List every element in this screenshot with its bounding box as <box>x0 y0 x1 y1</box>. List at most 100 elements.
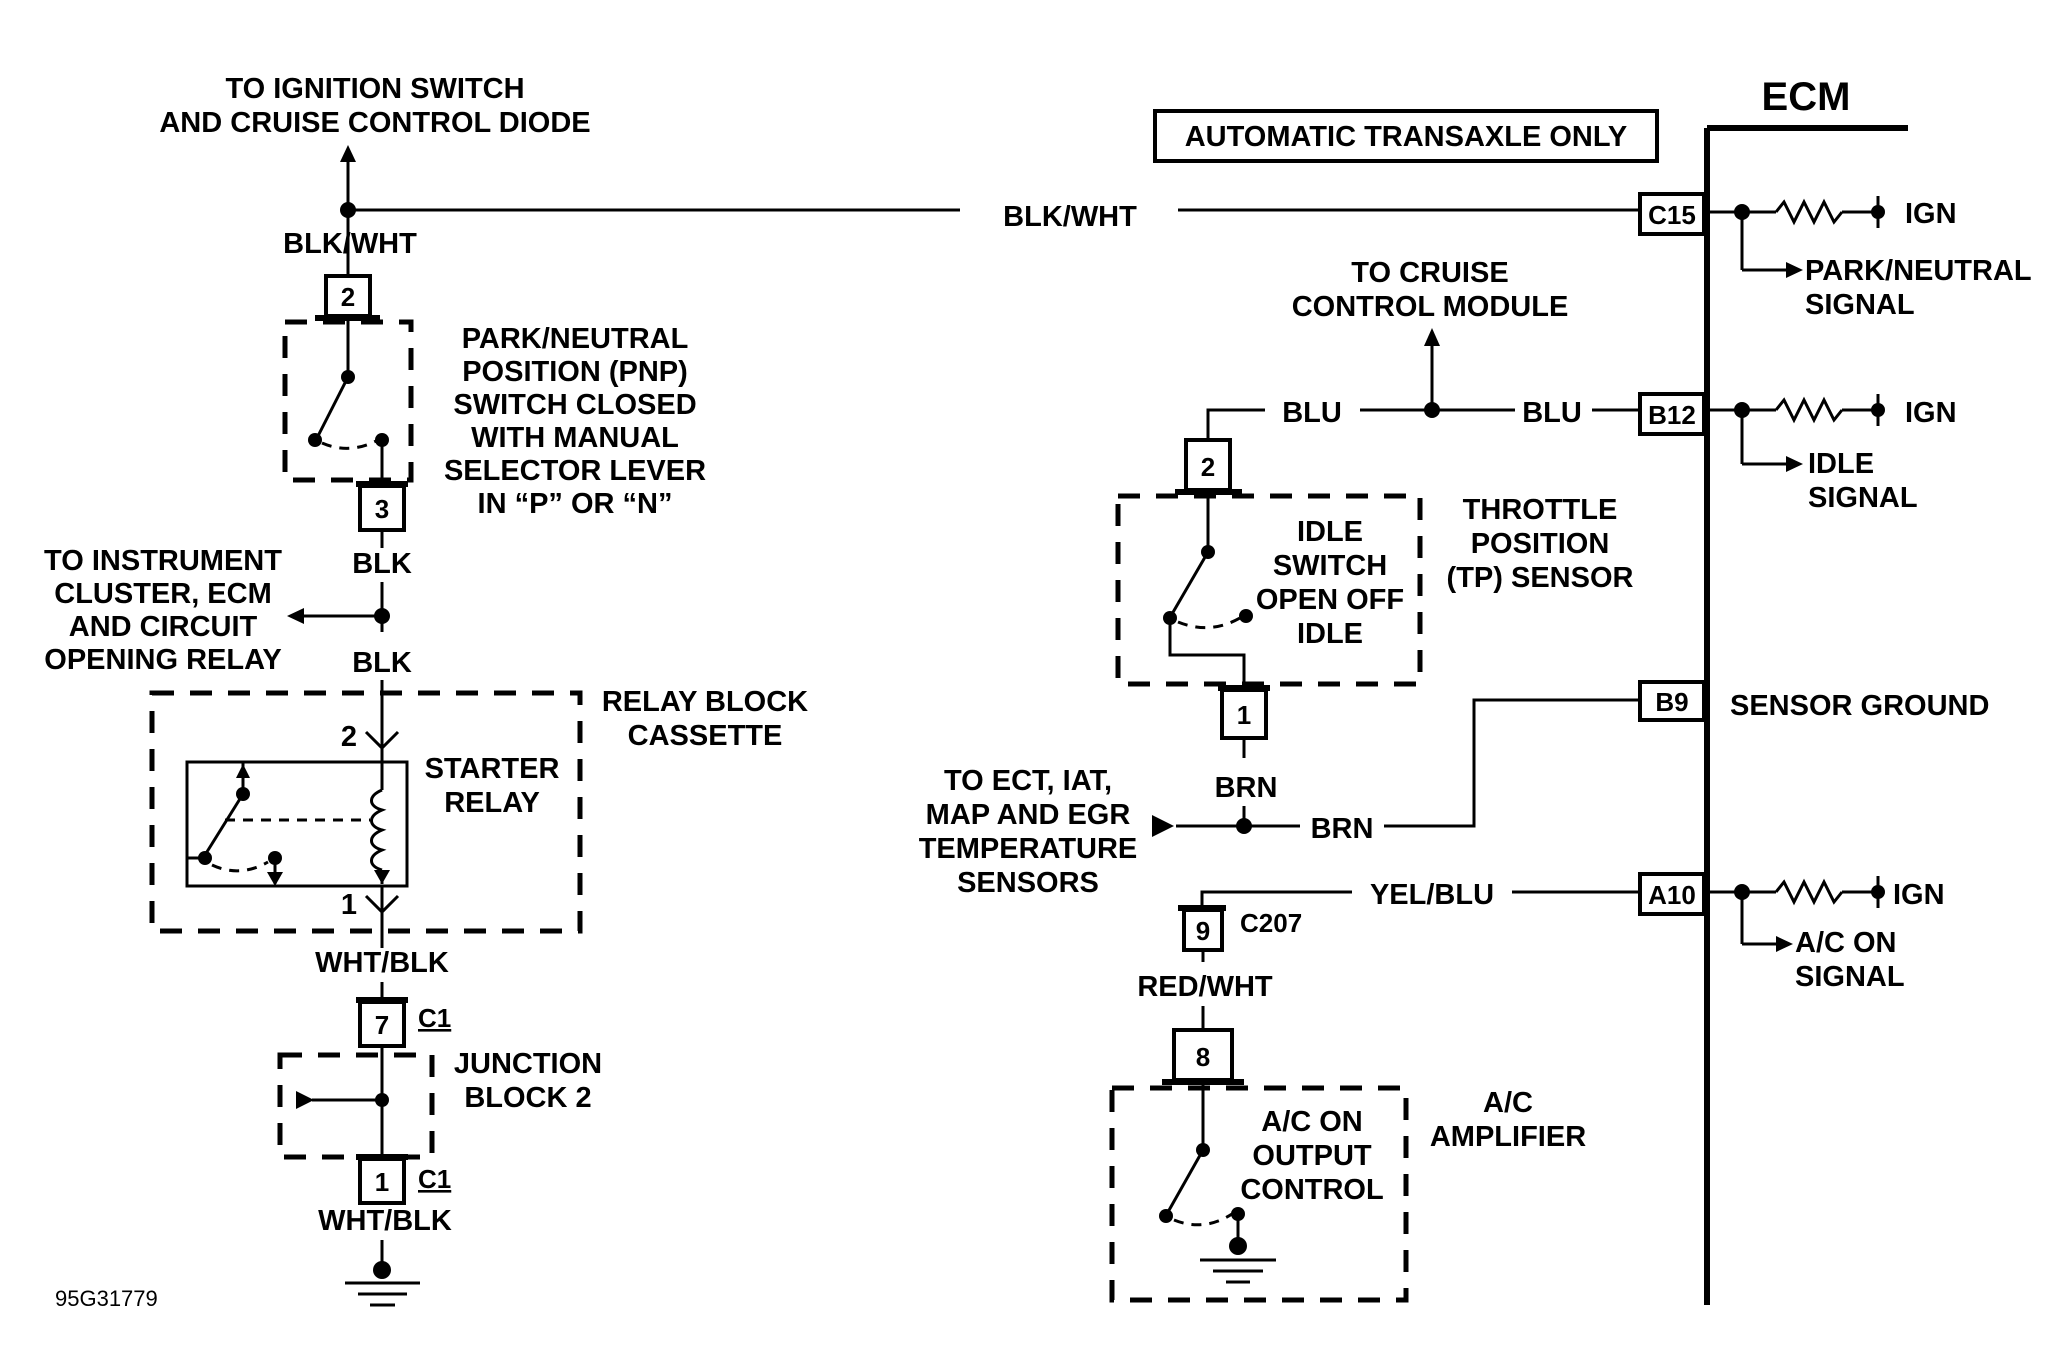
ect-description: TO ECT, IAT, MAP AND EGR TEMPERATURE SEN… <box>919 765 1138 899</box>
instrument-line-3: AND CIRCUIT <box>69 611 258 643</box>
pnp-line-3: SWITCH CLOSED <box>453 389 696 421</box>
relay-pin-1: 1 <box>341 889 357 921</box>
cruise-line2: CONTROL MODULE <box>1292 291 1569 323</box>
ac-contact-left <box>1159 1209 1173 1223</box>
idle-switch-description: IDLE SWITCH OPEN OFF IDLE <box>1256 516 1404 650</box>
pnp-switch-link <box>321 438 379 450</box>
wire-label-blk-1: BLK <box>352 548 412 580</box>
idle-switch-wire-bottom <box>1168 618 1246 688</box>
ac-amp-line2: AMPLIFIER <box>1430 1121 1586 1153</box>
wire-label-wht-blk-1: WHT/BLK <box>315 947 449 979</box>
relay-block-line1: RELAY BLOCK <box>602 686 808 718</box>
a10-internal <box>1707 876 1885 952</box>
idle-switch-link <box>1177 616 1241 630</box>
ac-amplifier-box <box>1109 1085 1409 1303</box>
c207-label: C207 <box>1240 908 1302 938</box>
relay-pin-2: 2 <box>341 721 357 753</box>
pnp-description: PARK/NEUTRAL POSITION (PNP) SWITCH CLOSE… <box>444 323 706 520</box>
wire-label-brn-1: BRN <box>1215 772 1278 804</box>
pnp-contact-left <box>308 433 322 447</box>
idle-switch-line-1: IDLE <box>1297 516 1363 548</box>
to-ignition-line1: TO IGNITION SWITCH <box>225 73 524 105</box>
idle-contact-right <box>1239 609 1253 623</box>
jb-conn-top: C1 <box>418 1003 451 1033</box>
ign-2: IGN <box>1905 397 1957 429</box>
wire-label-brn-2: BRN <box>1311 813 1374 845</box>
ac-output-line-1: A/C ON <box>1261 1106 1363 1138</box>
ecm-pin-a10: A10 <box>1638 872 1706 916</box>
automatic-only-box <box>1153 109 1659 163</box>
ac-signal-line2: SIGNAL <box>1795 961 1905 993</box>
wire-label-wht-blk-2: WHT/BLK <box>318 1205 452 1237</box>
ac-output-line-3: CONTROL <box>1240 1174 1383 1206</box>
ecm-pin-c15: C15 <box>1638 192 1706 236</box>
pin-b9-label: B9 <box>1655 687 1688 717</box>
wire-label-yel-blu: YEL/BLU <box>1370 879 1494 911</box>
ac-signal-line1: A/C ON <box>1795 927 1897 959</box>
c207-pin-9: 9 <box>1178 905 1226 952</box>
jb-pin-1: 1 <box>356 1154 408 1205</box>
ground-symbol-left <box>345 1281 420 1307</box>
ac-output-description: A/C ON OUTPUT CONTROL <box>1240 1106 1383 1206</box>
jb-branch-arrow <box>296 1091 314 1109</box>
relay-arrow-down <box>267 872 283 886</box>
tp-line-2: POSITION <box>1471 528 1610 560</box>
relay-coil-arrow <box>374 870 390 884</box>
pin-a10-label: A10 <box>1648 880 1696 910</box>
pnp-switch-box <box>282 319 414 483</box>
junction-block-box <box>277 1052 435 1160</box>
ect-line-1: TO ECT, IAT, <box>944 765 1112 797</box>
tp-line-3: (TP) SENSOR <box>1447 562 1634 594</box>
idle-signal-line2: SIGNAL <box>1808 482 1918 514</box>
pnp-pin-2-label: 2 <box>341 282 355 312</box>
starter-relay-line1: STARTER <box>425 753 560 785</box>
idle-switch-line-3: OPEN OFF <box>1256 584 1404 616</box>
ect-line-4: SENSORS <box>957 867 1099 899</box>
tp-line-1: THROTTLE <box>1463 494 1618 526</box>
to-ignition-line2: AND CRUISE CONTROL DIODE <box>159 107 590 139</box>
wire-label-red-wht: RED/WHT <box>1137 971 1273 1003</box>
automatic-only-label: AUTOMATIC TRANSAXLE ONLY <box>1185 121 1628 153</box>
relay-block-box <box>149 690 583 934</box>
relay-arrow-up <box>236 764 250 778</box>
ground-symbol-ac <box>1200 1258 1276 1284</box>
ign-1: IGN <box>1905 198 1957 230</box>
idle-switch-blade <box>1170 551 1210 615</box>
relay-switch-blade <box>203 793 245 856</box>
tp-pin-2-label: 2 <box>1201 452 1215 482</box>
pnp-line-1: PARK/NEUTRAL <box>462 323 689 355</box>
ecm-pin-b12: B12 <box>1638 392 1706 436</box>
wire-label-blu-2: BLU <box>1522 397 1582 429</box>
ac-pin-8-label: 8 <box>1196 1042 1210 1072</box>
ac-switch-link <box>1173 1212 1233 1227</box>
pin-b12-label: B12 <box>1648 400 1696 430</box>
starter-relay-line2: RELAY <box>444 787 540 819</box>
tp-description: THROTTLE POSITION (TP) SENSOR <box>1447 494 1634 594</box>
starter-relay-box <box>185 760 409 888</box>
jb-pin-7: 7 <box>356 997 408 1048</box>
idle-switch-line-4: IDLE <box>1297 618 1363 650</box>
idle-switch-line-2: SWITCH <box>1273 550 1387 582</box>
jb-pin-1-label: 1 <box>375 1167 389 1197</box>
sensor-ground-label: SENSOR GROUND <box>1730 690 1989 722</box>
pnp-switch-blade <box>316 376 350 437</box>
cruise-line1: TO CRUISE <box>1351 257 1508 289</box>
relay-block-line2: CASSETTE <box>628 720 783 752</box>
pn-signal-line2: SIGNAL <box>1805 289 1915 321</box>
wire-label-blu-1: BLU <box>1282 397 1342 429</box>
ac-ground-dot <box>1229 1237 1247 1255</box>
ac-amp-line1: A/C <box>1483 1087 1533 1119</box>
pnp-line-2: POSITION (PNP) <box>462 356 688 388</box>
ect-line-3: TEMPERATURE <box>919 833 1138 865</box>
ac-output-line-2: OUTPUT <box>1252 1140 1372 1172</box>
pnp-pin-3-label: 3 <box>375 494 389 524</box>
left-circuit: TO IGNITION SWITCH AND CRUISE CONTROL DI… <box>44 73 960 1311</box>
jb-line2: BLOCK 2 <box>464 1082 591 1114</box>
wire-label-blk-wht-top: BLK/WHT <box>283 228 417 260</box>
jb-conn-bottom: C1 <box>418 1164 451 1194</box>
wire-label-blk-2: BLK <box>352 647 412 679</box>
pnp-line-6: IN “P” OR “N” <box>478 488 673 520</box>
relay-switch-link <box>211 860 269 873</box>
ect-line-2: MAP AND EGR <box>926 799 1131 831</box>
instrument-line-1: TO INSTRUMENT <box>44 545 282 577</box>
